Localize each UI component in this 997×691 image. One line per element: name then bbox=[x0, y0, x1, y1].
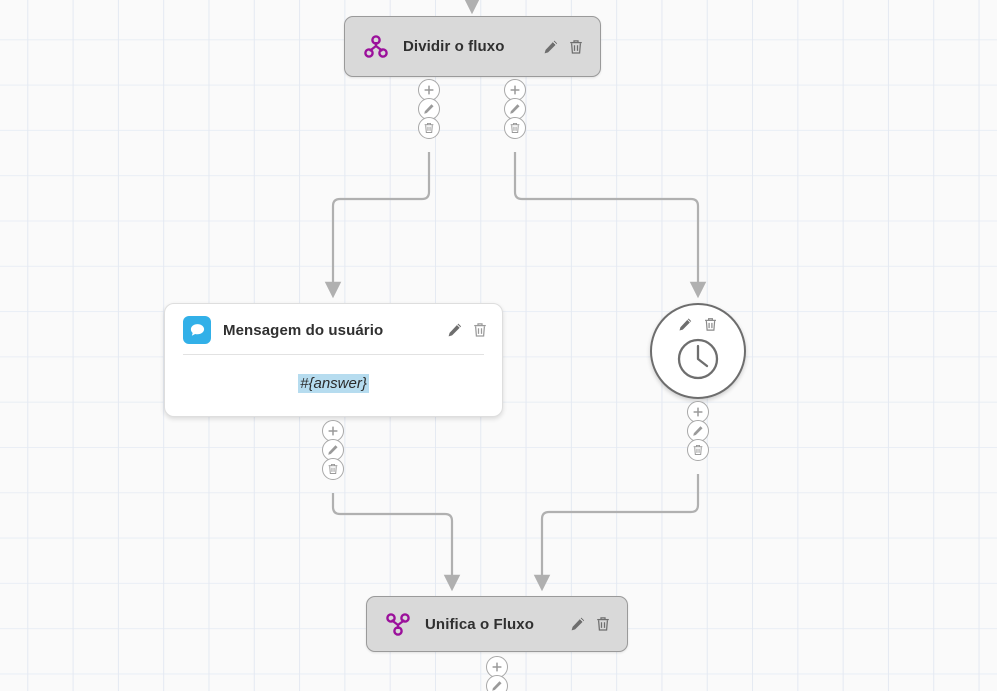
node-mensagem-do-usuario[interactable]: Mensagem do usuário bbox=[164, 303, 503, 417]
card-divider bbox=[183, 354, 484, 355]
node-title: Mensagem do usuário bbox=[223, 321, 384, 339]
connector-split-left[interactable] bbox=[418, 79, 440, 139]
add-icon[interactable] bbox=[504, 79, 526, 101]
merge-flow-icon bbox=[385, 611, 411, 637]
node-title: Dividir o fluxo bbox=[403, 38, 505, 55]
trash-icon[interactable] bbox=[567, 38, 584, 55]
chat-bubble-icon bbox=[183, 316, 211, 344]
trash-icon[interactable] bbox=[418, 117, 440, 139]
clock-icon bbox=[674, 335, 722, 388]
node-actions bbox=[551, 616, 611, 633]
connector-merge-out[interactable] bbox=[486, 656, 508, 691]
node-actions bbox=[428, 322, 488, 339]
trash-icon[interactable] bbox=[471, 322, 488, 339]
connector-message-out[interactable] bbox=[322, 420, 344, 480]
node-dividir-o-fluxo[interactable]: Dividir o fluxo bbox=[344, 16, 601, 77]
edge-split-to-message bbox=[324, 152, 431, 299]
connector-timer-out[interactable] bbox=[687, 401, 709, 461]
trash-icon[interactable] bbox=[702, 316, 719, 333]
node-actions bbox=[524, 38, 584, 55]
trash-icon[interactable] bbox=[594, 616, 611, 633]
trash-icon[interactable] bbox=[687, 439, 709, 461]
node-unifica-o-fluxo[interactable]: Unifica o Fluxo bbox=[366, 596, 628, 652]
pencil-icon[interactable] bbox=[542, 38, 559, 55]
connector-split-right[interactable] bbox=[504, 79, 526, 139]
node-actions bbox=[677, 316, 719, 333]
pencil-icon[interactable] bbox=[687, 420, 709, 442]
node-title: Unifica o Fluxo bbox=[425, 615, 535, 633]
pencil-icon[interactable] bbox=[486, 675, 508, 691]
card-header: Mensagem do usuário bbox=[165, 304, 502, 354]
pencil-icon[interactable] bbox=[504, 98, 526, 120]
trash-icon[interactable] bbox=[504, 117, 526, 139]
pencil-icon[interactable] bbox=[418, 98, 440, 120]
pencil-icon[interactable] bbox=[446, 322, 463, 339]
node-timer[interactable] bbox=[650, 303, 746, 399]
edge-split-to-timer bbox=[513, 152, 707, 299]
edge-message-to-merge bbox=[331, 493, 461, 592]
pencil-icon[interactable] bbox=[569, 616, 586, 633]
edge-timer-to-merge bbox=[533, 474, 700, 592]
card-body: #{answer} bbox=[165, 355, 502, 416]
answer-token: #{answer} bbox=[298, 374, 369, 393]
trash-icon[interactable] bbox=[322, 458, 344, 480]
pencil-icon[interactable] bbox=[677, 316, 694, 333]
split-flow-icon bbox=[363, 34, 389, 60]
